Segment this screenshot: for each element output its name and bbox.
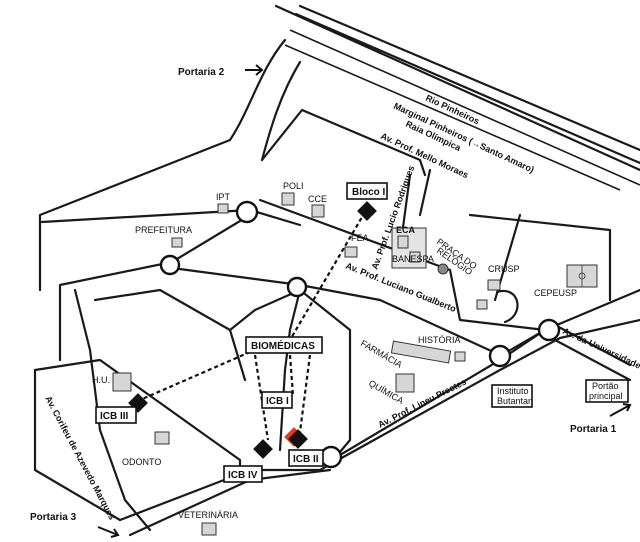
cepeusp-field-marks (578, 265, 586, 287)
butantan-label-2: Butantan (497, 396, 533, 406)
historia-annex (454, 351, 466, 362)
banespa-label: BANESPA (392, 254, 434, 264)
praca-relogio-marker (437, 263, 449, 275)
hu-label: H.U. (92, 375, 110, 385)
icb2-label: ICB II (293, 454, 319, 465)
bloco1-label: Bloco I (352, 187, 386, 198)
lineu-prestes-label: Av. Prof. Lineu Prestes (376, 377, 467, 430)
boxed-labels: Bloco I BIOMÉDICAS ICB I ICB II ICB III … (95, 182, 629, 483)
icb4-marker (253, 439, 273, 459)
cepeusp-loop (495, 289, 519, 324)
fea-building (344, 246, 358, 258)
portao-label-1: Portão (592, 381, 619, 391)
veterinaria-label: VETERINÁRIA (178, 510, 238, 520)
roundabout-butantan (488, 344, 512, 368)
crusp-building-2 (476, 299, 488, 310)
icb2-marker (288, 429, 308, 449)
odonto-building (154, 431, 170, 445)
quimica-building (395, 373, 415, 393)
roundabout-lineu (319, 445, 343, 469)
fea-label: FEA (351, 233, 369, 243)
icb4-label: ICB IV (228, 470, 258, 481)
portaria2-label: Portaria 2 (178, 67, 225, 78)
line-icb1 (288, 354, 295, 396)
odonto-label: ODONTO (122, 457, 161, 467)
eca-label: ECA (396, 225, 416, 235)
roundabout-ipt (235, 200, 259, 224)
line-bloco1 (289, 211, 366, 341)
prefeitura-building (171, 237, 183, 248)
portaria2-arrow-icon (245, 64, 264, 76)
veterinaria-building (201, 522, 217, 536)
icb3-label: ICB III (100, 411, 129, 422)
cce-building (311, 204, 325, 218)
portaria3-label: Portaria 3 (30, 512, 77, 523)
line-icb3 (139, 350, 251, 402)
historia-label: HISTÓRIA (418, 335, 461, 345)
target-buildings (128, 201, 377, 459)
roundabout-prefeitura (159, 254, 181, 276)
portaria1-arrow-icon (609, 403, 632, 417)
icb1-label: ICB I (266, 396, 289, 407)
ipt-building (217, 203, 229, 214)
eca-building (397, 235, 409, 249)
portaria3-arrow-icon (97, 526, 120, 538)
roundabout-central (286, 276, 308, 298)
bloco1-marker (357, 201, 377, 221)
poli-building (281, 192, 295, 206)
buildings (112, 192, 598, 536)
cce-label: CCE (308, 194, 327, 204)
line-icb2 (298, 354, 312, 433)
biomedicas-label: BIOMÉDICAS (251, 339, 315, 352)
gates: Portaria 2 Portaria 1 Portaria 3 (30, 64, 632, 538)
river-band (274, 4, 640, 191)
roundabout-universidade (537, 318, 561, 342)
butantan-label-1: Instituto (497, 386, 529, 396)
ipt-label: IPT (216, 192, 231, 202)
poli-label: POLI (283, 181, 304, 191)
historia-building (390, 340, 452, 364)
prefeitura-label: PREFEITURA (135, 225, 192, 235)
portao-label-2: principal (589, 391, 623, 401)
banespa-building (409, 251, 421, 263)
crusp-label: CRUSP (488, 264, 520, 274)
cepeusp-label: CEPEUSP (534, 288, 577, 298)
crusp-building (487, 279, 501, 291)
hu-building (112, 372, 132, 392)
portaria1-label: Portaria 1 (570, 424, 617, 435)
roundabouts (159, 200, 561, 469)
